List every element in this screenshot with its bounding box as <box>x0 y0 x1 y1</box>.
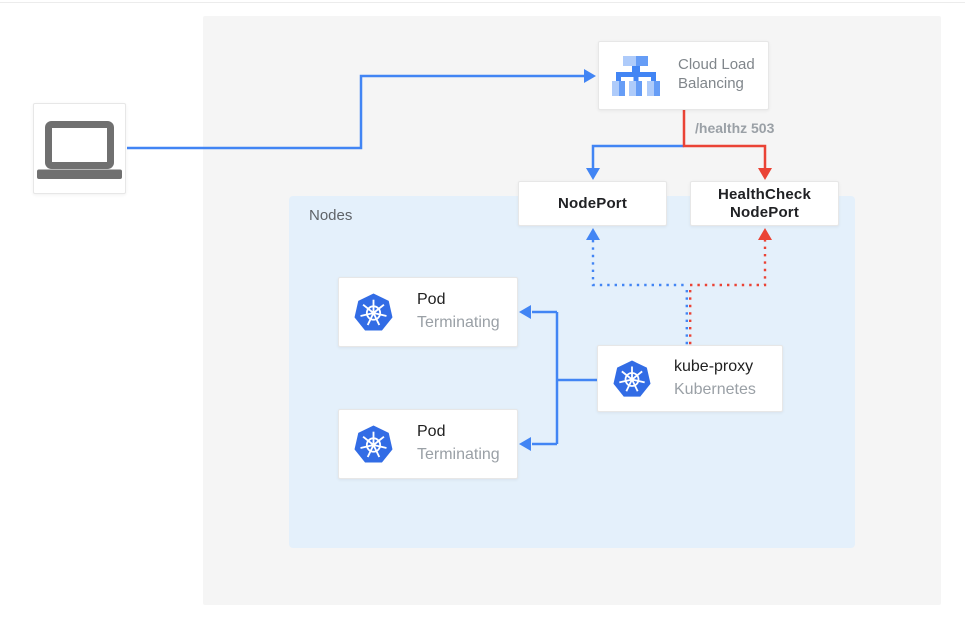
pod-status: Terminating <box>417 314 500 331</box>
healthcheck-nodeport-label: HealthCheck NodePort <box>717 185 812 221</box>
kubernetes-icon <box>354 293 393 331</box>
nodes-group-label: Nodes <box>309 207 353 224</box>
kube-proxy-subtitle: Kubernetes <box>674 381 756 398</box>
nodeport-node: NodePort <box>518 181 667 226</box>
nodeport-label: NodePort <box>557 194 628 212</box>
kube-proxy-title: kube-proxy <box>674 358 754 375</box>
kube-proxy-node: kube-proxy Kubernetes <box>597 345 783 412</box>
pod-title: Pod <box>417 291 446 308</box>
top-divider <box>0 2 965 3</box>
load-balancer-icon <box>612 56 660 96</box>
cloud-load-balancing-label: Cloud Load Balancing <box>678 56 755 92</box>
kubernetes-icon <box>354 425 393 463</box>
client-node <box>33 103 126 194</box>
pod-status: Terminating <box>417 446 500 463</box>
pod-terminating-node-1: Pod Terminating <box>338 277 518 347</box>
healthcheck-nodeport-node: HealthCheck NodePort <box>690 181 839 226</box>
cloud-load-balancing-node: Cloud Load Balancing <box>598 41 769 110</box>
pod-title: Pod <box>417 423 446 440</box>
kubernetes-icon <box>613 360 651 397</box>
healthz-status-label: /healthz 503 <box>695 120 775 136</box>
pod-terminating-node-2: Pod Terminating <box>338 409 518 479</box>
laptop-icon <box>37 121 122 179</box>
